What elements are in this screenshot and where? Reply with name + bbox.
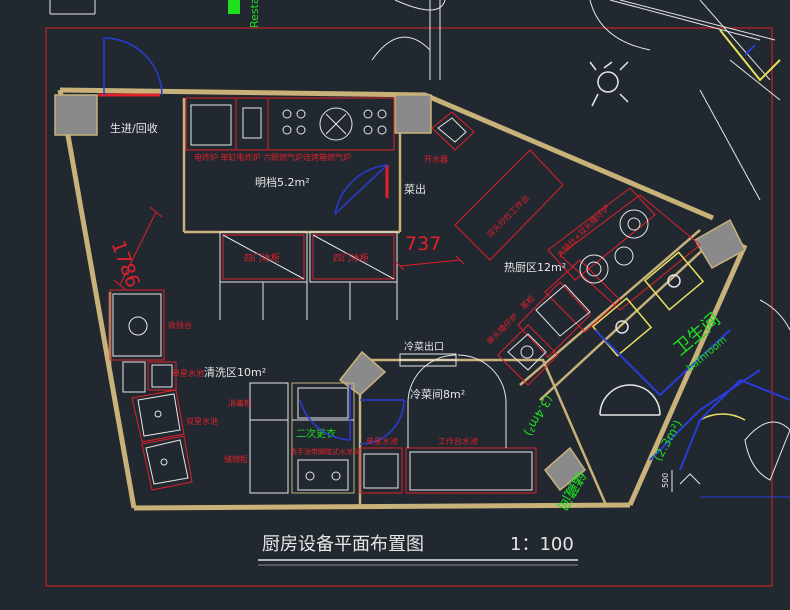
right-edge-fixtures [700,299,790,498]
washing-equipment [109,289,193,491]
room-prep: 明档5.2m² [255,175,310,189]
label-four-door-2: 四门冰柜 [333,252,369,264]
drawing-scale: 1：100 [510,534,574,555]
label-cold-dish-out: 冷菜出口 [404,340,444,353]
room-hot-kitchen: 热厨区12m² [504,261,566,274]
dimension-1786-text: 1786 [107,238,144,291]
label-fridge-row: 电炸炉 单缸电炸炉 六眼燃气炉连烤箱燃气炉 [194,152,351,162]
cold-dish-window [399,353,457,367]
label-wash-table: 收残台 [168,320,192,330]
water-heater [431,111,475,151]
label-wash-sink-1: 单星水池 [172,368,204,378]
dimension-737 [395,255,465,271]
hot-kitchen-equipment [454,149,701,386]
toilet-blue-walls [594,329,790,471]
top-green-marks: Resta [228,0,261,28]
label-four-door-1: 四门冰柜 [244,252,280,264]
hot-kitchen-burners [507,209,649,371]
label-stove-small: 单头矮仔炉 [484,311,519,346]
label-water-heater: 开水器 [424,154,448,164]
top-linework [49,0,781,201]
top-right-door [719,29,781,82]
locker-door [299,385,351,441]
label-wash-sink-2: 双星水池 [186,416,218,426]
label-plate-out: 菜出 [404,182,426,196]
room-store: (3.4m²) [521,393,556,439]
label-shelf2: 洗手池带脚踏式水龙头 [290,447,360,456]
room-cold: 冷菜间8m² [410,388,465,401]
label-prep-table: 双头炒灶工作台 [484,193,531,240]
label-cabinet: 储物柜 [224,454,248,464]
freezers [219,231,398,320]
top-green-glyph [228,0,240,14]
label-work-table: 工作台水池 [438,436,478,446]
columns [54,94,746,492]
shelves [249,382,355,494]
dimension-500-text: 500 [661,473,670,488]
prep-room-equipment [185,97,395,151]
top-green-text: Resta [248,0,261,28]
drawing-title: 厨房设备平面布置图 [262,534,424,555]
dimension-737-text: 737 [405,233,441,255]
label-hood: 大锅灶+双头矮仔炉 [554,202,611,259]
outer-walls [57,87,748,511]
label-cold-sink: 单星水池 [366,436,398,446]
dimension-500 [671,470,701,492]
serving-door [334,164,389,215]
label-entry: 生进/回收 [110,121,158,135]
room-washing: 清洗区10m² [204,366,266,379]
entry-door [98,37,163,97]
cold-room-equipment [359,354,537,494]
label-shelf: 消毒柜 [228,398,252,408]
dimension-1786 [113,206,163,291]
person-symbol [589,61,629,107]
cold-room-door [359,399,405,445]
room-locker: 二次更衣 [296,427,336,440]
